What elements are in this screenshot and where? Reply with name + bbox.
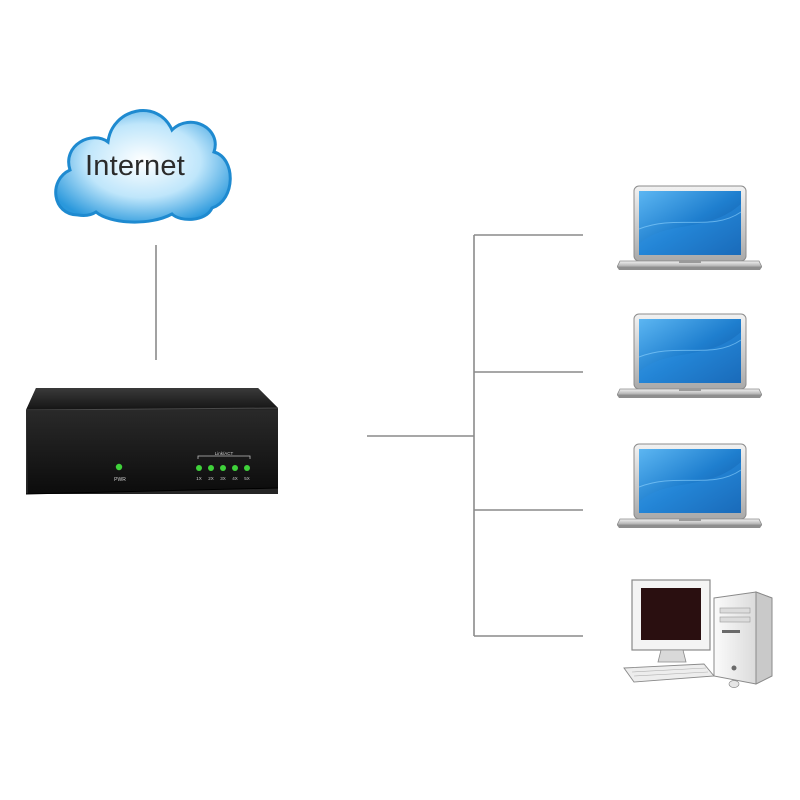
- port-led-icon: [220, 465, 226, 471]
- port-label: 3X: [220, 476, 226, 481]
- pwr-label: PWR: [114, 477, 126, 483]
- power-led-icon: [115, 463, 123, 471]
- network-switch-icon: PWR Link/ACT 1X 2X 3X 4X 5X: [25, 388, 279, 495]
- port-led-icon: [196, 465, 202, 471]
- link-act-label: Link/ACT: [215, 451, 234, 456]
- internet-label: Internet: [85, 150, 185, 182]
- laptop-icon: [617, 313, 762, 399]
- port-label: 1X: [196, 476, 202, 481]
- desktop-computer-icon: [623, 579, 773, 688]
- internet-cloud-icon: [54, 109, 232, 224]
- port-led-icon: [232, 465, 238, 471]
- laptop-icon: [617, 185, 762, 271]
- port-label: 2X: [208, 476, 214, 481]
- laptop-icon: [617, 443, 762, 529]
- port-label: 5X: [244, 476, 250, 481]
- connection-lines: [155, 234, 583, 637]
- port-led-icon: [208, 465, 214, 471]
- port-led-icon: [244, 465, 250, 471]
- port-label: 4X: [232, 476, 238, 481]
